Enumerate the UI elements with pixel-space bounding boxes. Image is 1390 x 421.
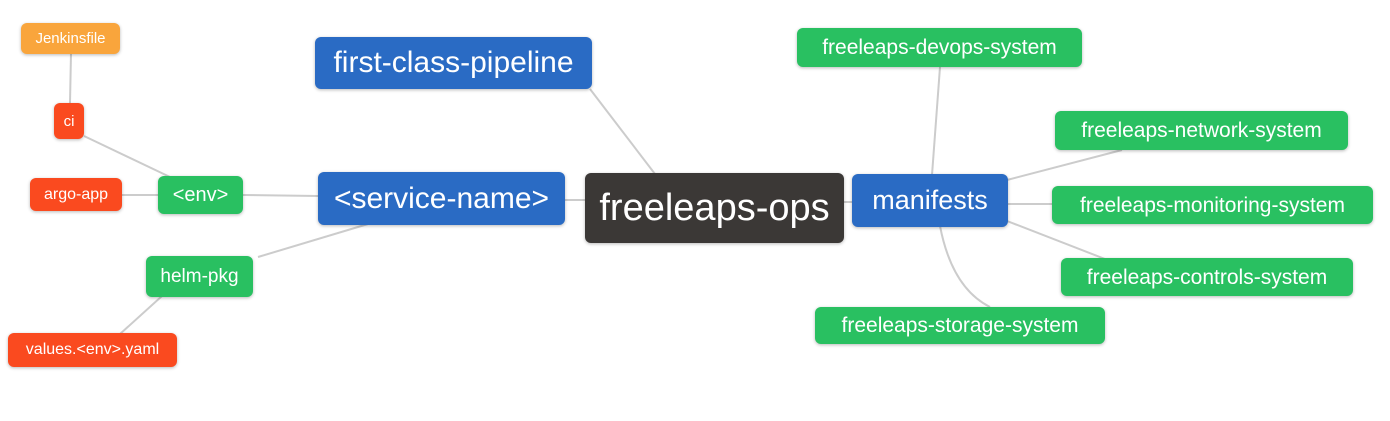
edge-helm-pkg-values <box>119 295 163 335</box>
edge-manifests-network <box>1006 149 1123 181</box>
node-manifests[interactable]: manifests <box>852 174 1008 227</box>
node-helm-pkg[interactable]: helm-pkg <box>146 256 253 297</box>
node-freeleaps-monitoring-system[interactable]: freeleaps-monitoring-system <box>1052 186 1373 224</box>
node-env[interactable]: <env> <box>158 176 243 214</box>
node-ci[interactable]: ci <box>54 103 84 139</box>
edge-first-class-pipeline-root <box>589 88 656 175</box>
edge-manifests-storage <box>939 225 991 308</box>
edge-manifests-devops <box>931 66 941 176</box>
edge-jenkinsfile-ci <box>69 52 72 104</box>
node-first-class-pipeline[interactable]: first-class-pipeline <box>315 37 592 89</box>
node-freeleaps-devops-system[interactable]: freeleaps-devops-system <box>797 28 1082 67</box>
node-argo-app[interactable]: argo-app <box>30 178 122 211</box>
node-freeleaps-ops-root[interactable]: freeleaps-ops <box>585 173 844 243</box>
edge-manifests-controls <box>1006 220 1106 260</box>
node-jenkinsfile[interactable]: Jenkinsfile <box>21 23 120 54</box>
node-freeleaps-network-system[interactable]: freeleaps-network-system <box>1055 111 1348 150</box>
node-freeleaps-controls-system[interactable]: freeleaps-controls-system <box>1061 258 1353 296</box>
edge-helm-pkg-service-name <box>257 223 369 258</box>
edge-env-service-name <box>242 194 319 197</box>
edge-ci-env <box>83 135 171 178</box>
node-freeleaps-storage-system[interactable]: freeleaps-storage-system <box>815 307 1105 344</box>
node-values-env-yaml[interactable]: values.<env>.yaml <box>8 333 177 367</box>
node-service-name[interactable]: <service-name> <box>318 172 565 225</box>
